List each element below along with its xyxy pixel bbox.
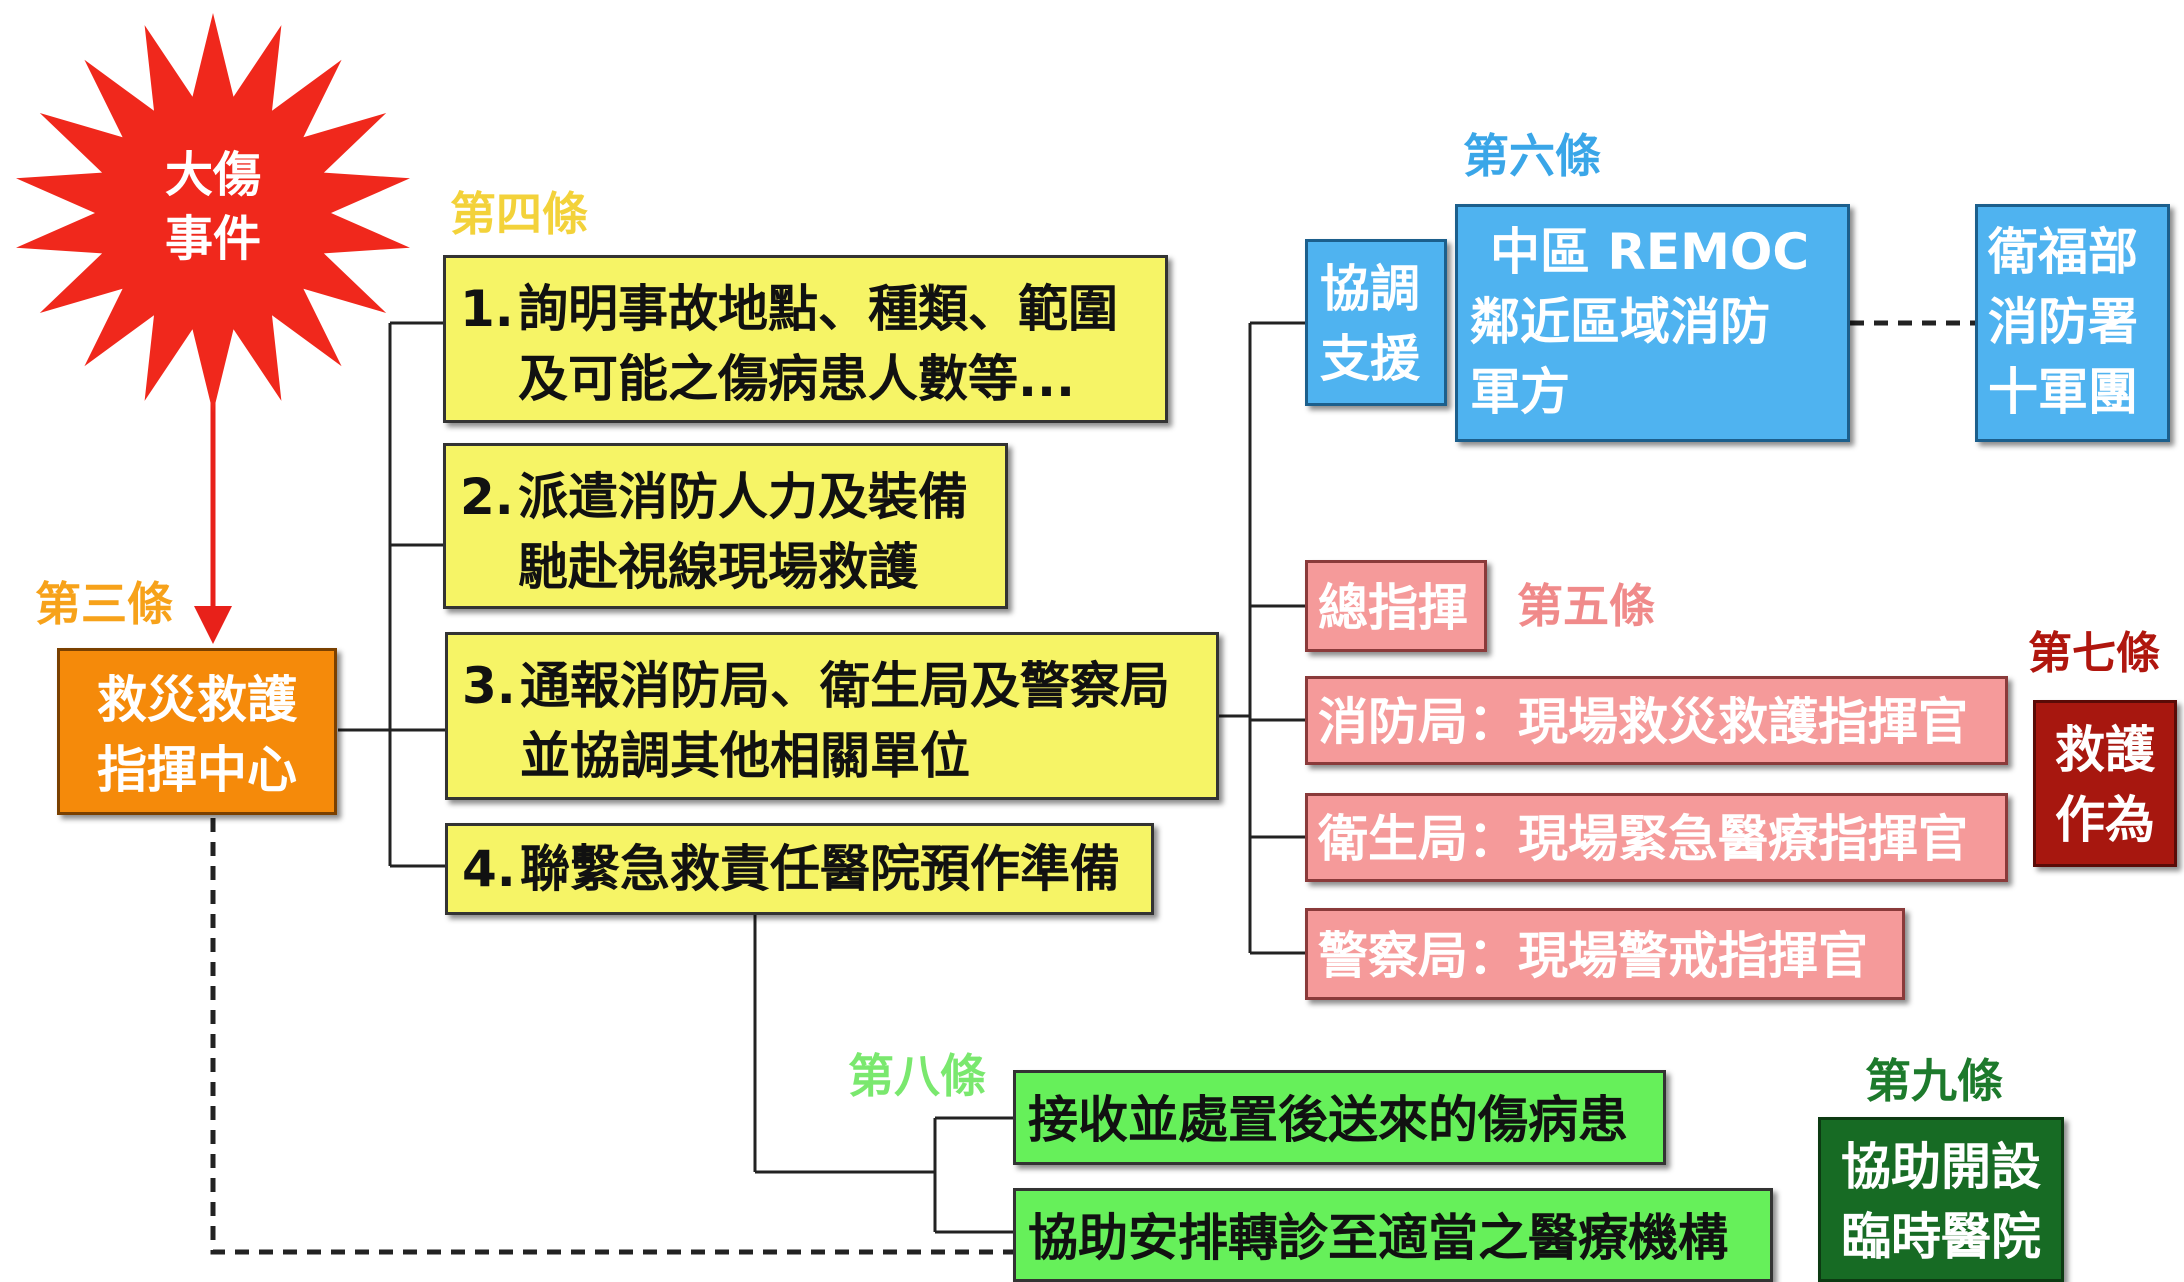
central-agency-mohw: 衛福部 bbox=[1988, 223, 2138, 281]
article-6-label: 第六條 bbox=[1463, 129, 1601, 183]
coordination-label-line-2: 支援 bbox=[1320, 330, 1420, 388]
rescue-action-box: 救護 作為 bbox=[2033, 700, 2177, 867]
rescue-action-line-2: 作為 bbox=[2055, 791, 2155, 849]
dashed-link-center-hospital bbox=[210, 818, 1013, 1255]
command-center-line-2: 指揮中心 bbox=[97, 741, 297, 799]
coordination-unit-military: 軍方 bbox=[1470, 363, 1570, 421]
central-agencies-box: 衛福部 消防署 十軍團 bbox=[1975, 204, 2170, 442]
temp-hospital-box: 協助開設 臨時醫院 bbox=[1818, 1117, 2064, 1282]
coordination-label-line-1: 協調 bbox=[1320, 260, 1420, 318]
article-3-label: 第三條 bbox=[35, 577, 173, 631]
command-center-line-1: 救災救護 bbox=[97, 671, 297, 729]
article-9-label: 第九條 bbox=[1865, 1054, 2003, 1108]
step-4-line-1: 聯繫急救責任醫院預作準備 bbox=[520, 840, 1120, 898]
health-bureau-box: 衛生局：現場緊急醫療指揮官 bbox=[1305, 793, 2008, 882]
step-3-line-1: 通報消防局、衛生局及警察局 bbox=[520, 657, 1170, 715]
general-command-box: 總指揮 bbox=[1305, 560, 1487, 652]
step-4-box: 4.聯繫急救責任醫院預作準備 bbox=[445, 823, 1154, 915]
incident-burst-shape bbox=[16, 13, 410, 413]
temp-hospital-line-1: 協助開設 bbox=[1841, 1138, 2041, 1196]
general-command-text: 總指揮 bbox=[1318, 579, 1468, 637]
temp-hospital-line-2: 臨時醫院 bbox=[1841, 1208, 2041, 1266]
coordination-label-box: 協調 支援 bbox=[1305, 239, 1447, 406]
coordination-unit-fire: 鄰近區域消防 bbox=[1470, 293, 1770, 351]
article-8-label: 第八條 bbox=[848, 1049, 986, 1103]
step-3-line-2: 並協調其他相關單位 bbox=[520, 727, 970, 785]
incident-arrow-head bbox=[194, 606, 232, 644]
step-1-number: 1. bbox=[460, 280, 514, 338]
central-agency-nfa: 消防署 bbox=[1988, 293, 2138, 351]
step-3-box: 3.通報消防局、衛生局及警察局 並協調其他相關單位 bbox=[445, 632, 1219, 800]
police-bureau-box: 警察局：現場警戒指揮官 bbox=[1305, 908, 1905, 1000]
incident-line-2: 事件 bbox=[164, 211, 261, 267]
article-5-label: 第五條 bbox=[1517, 579, 1655, 633]
step-1-box: 1.詢明事故地點、種類、範圍 及可能之傷病患人數等... bbox=[443, 255, 1168, 423]
police-bureau-text: 警察局：現場警戒指揮官 bbox=[1318, 927, 1868, 985]
step-1-line-1: 詢明事故地點、種類、範圍 bbox=[518, 280, 1118, 338]
hospital-task-2-box: 協助安排轉診至適當之醫療機構 bbox=[1013, 1188, 1773, 1282]
article-7-label: 第七條 bbox=[2028, 628, 2160, 679]
step-1-line-2: 及可能之傷病患人數等... bbox=[518, 350, 1075, 408]
fire-bureau-text: 消防局：現場救災救護指揮官 bbox=[1318, 693, 1968, 751]
coordination-units-box: 中區 REMOC 鄰近區域消防 軍方 bbox=[1455, 204, 1850, 442]
step-2-number: 2. bbox=[460, 468, 514, 526]
coordination-unit-remoc: 中區 REMOC bbox=[1490, 223, 1810, 281]
fire-bureau-box: 消防局：現場救災救護指揮官 bbox=[1305, 676, 2008, 765]
step-2-line-1: 派遣消防人力及裝備 bbox=[518, 468, 968, 526]
central-agency-corps: 十軍團 bbox=[1988, 363, 2138, 421]
article-4-label: 第四條 bbox=[450, 187, 588, 241]
step-4-number: 4. bbox=[462, 840, 516, 898]
step-2-box: 2.派遣消防人力及裝備 馳赴視線現場救護 bbox=[443, 443, 1008, 609]
step-2-line-2: 馳赴視線現場救護 bbox=[518, 538, 918, 596]
incident-burst: 大傷 事件 bbox=[133, 143, 293, 271]
hospital-task-1-box: 接收並處置後送來的傷病患 bbox=[1013, 1070, 1666, 1165]
hospital-task-1-text: 接收並處置後送來的傷病患 bbox=[1028, 1091, 1628, 1149]
command-center-box: 救災救護 指揮中心 bbox=[57, 648, 337, 815]
incident-line-1: 大傷 bbox=[164, 147, 261, 203]
rescue-action-line-1: 救護 bbox=[2055, 721, 2155, 779]
step-3-number: 3. bbox=[462, 657, 516, 715]
health-bureau-text: 衛生局：現場緊急醫療指揮官 bbox=[1318, 810, 1968, 868]
hospital-task-2-text: 協助安排轉診至適當之醫療機構 bbox=[1028, 1209, 1728, 1267]
